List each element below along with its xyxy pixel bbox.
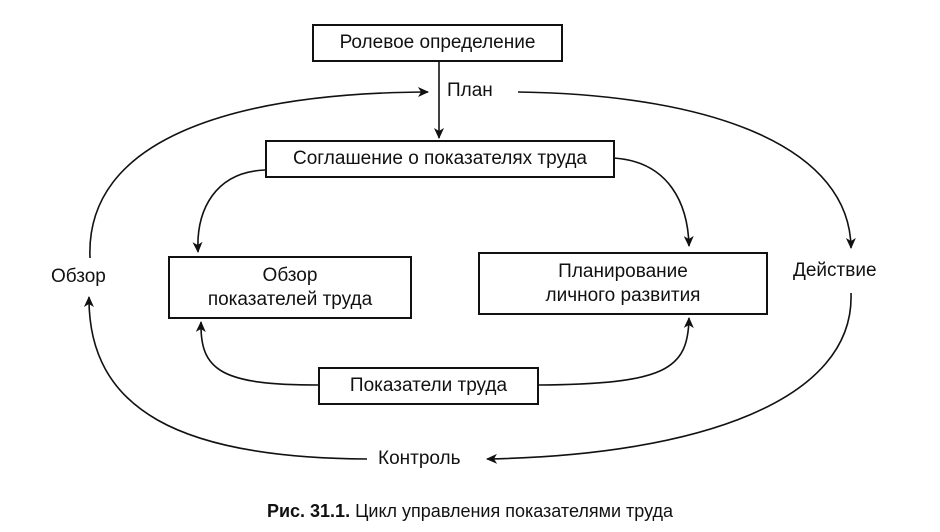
figure-caption: Рис. 31.1. Цикл управления показателями … (0, 500, 940, 522)
review-box-line2: показателей труда (207, 288, 373, 310)
arrow-indicators-to-planning-box (537, 317, 694, 386)
caption-text: Цикл управления показателями труда (355, 501, 674, 521)
arrow-action-to-control (486, 292, 852, 464)
planning-box-line2: личного развития (545, 284, 701, 306)
plan-label: План (447, 80, 493, 102)
control-label: Контроль (378, 448, 461, 470)
caption-prefix: Рис. 31.1. (266, 501, 351, 521)
review-label: Обзор (51, 266, 106, 288)
agreement-text: Соглашение о показателях труда (292, 148, 588, 169)
action-label: Действие (793, 260, 877, 282)
review-box-line1: Обзор (262, 264, 318, 286)
arrow-review-to-plan (89, 87, 429, 259)
planning-development-box: Планирование личного развития (478, 252, 768, 315)
arrow-agreement-to-review-box (192, 169, 266, 253)
arrow-plan-to-action (517, 91, 856, 249)
role-definition-text: Ролевое определение (339, 32, 536, 53)
review-indicators-box: Обзор показателей труда (168, 256, 412, 319)
planning-box-line1: Планирование (558, 260, 688, 282)
agreement-box: Соглашение о показателях труда (265, 140, 615, 178)
arrow-indicators-to-review-box (195, 321, 319, 386)
arrow-control-to-review (83, 296, 368, 460)
indicators-box: Показатели труда (318, 367, 539, 405)
role-definition-box: Ролевое определение (312, 24, 563, 62)
arrow-agreement-to-planning-box (613, 157, 694, 247)
indicators-text: Показатели труда (349, 375, 508, 396)
